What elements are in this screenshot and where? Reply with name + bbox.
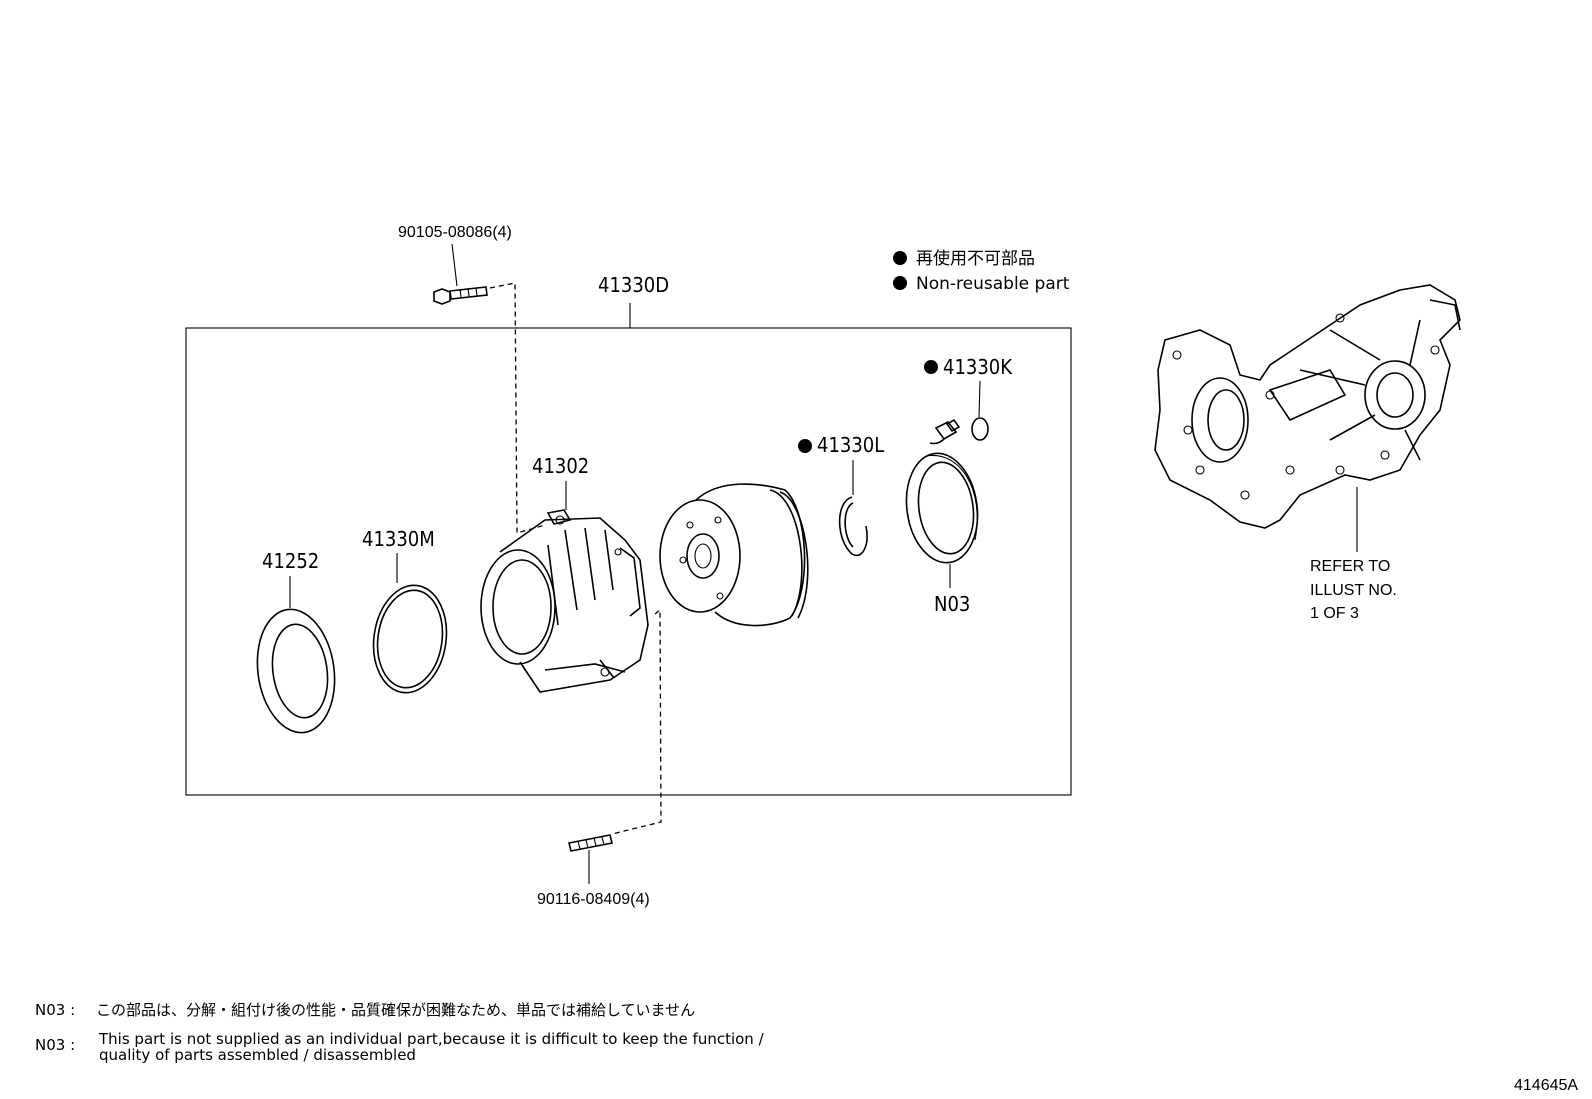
legend: 再使用不可部品 Non-reusable part bbox=[893, 248, 1070, 294]
o-ring-41330K bbox=[971, 417, 989, 441]
shim-41252 bbox=[256, 608, 336, 734]
stud-bottom-dashline bbox=[611, 608, 662, 835]
note-ja-text: この部品は、分解・組付け後の性能・品質確保が困難なため、単品では補給していません bbox=[96, 1001, 695, 1019]
note-ja-key: N03 : bbox=[35, 1001, 75, 1019]
callout-41330M: 41330M bbox=[362, 527, 435, 551]
note-en-line-2: quality of parts assembled / disassemble… bbox=[99, 1046, 416, 1064]
non-reusable-bullet-icon bbox=[893, 251, 907, 265]
notes: N03 : この部品は、分解・組付け後の性能・品質確保が困難なため、単品では補給… bbox=[35, 1001, 765, 1064]
refer-line-1: REFER TO bbox=[1310, 558, 1390, 575]
illustration-id: 414645A bbox=[1514, 1077, 1578, 1094]
callout-41302: 41302 bbox=[532, 454, 589, 478]
non-reusable-bullet-icon bbox=[893, 276, 907, 290]
callout-41252: 41252 bbox=[262, 549, 319, 573]
callout-41330K: 41330K bbox=[943, 355, 1013, 379]
bolt-top-icon bbox=[433, 286, 488, 305]
assembly-box bbox=[185, 327, 1072, 796]
extension-housing-41302 bbox=[480, 509, 649, 693]
callout-stud-bottom: 90116-08409(4) bbox=[537, 891, 650, 908]
callout-N03: N03 bbox=[934, 592, 970, 616]
gasket-41330M bbox=[372, 584, 448, 694]
legend-en: Non-reusable part bbox=[916, 274, 1070, 294]
non-reusable-bullet-icon bbox=[924, 360, 938, 374]
callout-41330D: 41330D bbox=[598, 273, 669, 297]
refer-line-3: 1 OF 3 bbox=[1310, 605, 1359, 622]
bolt-top-leader bbox=[451, 243, 458, 287]
callout-41330L: 41330L bbox=[817, 433, 884, 457]
non-reusable-bullet-icon bbox=[798, 439, 812, 453]
bolt-top-dashline bbox=[489, 282, 546, 534]
callout-bolt-top: 90105-08086(4) bbox=[398, 224, 512, 241]
refer-line-2: ILLUST NO. bbox=[1310, 582, 1397, 599]
clutch-drum bbox=[659, 483, 809, 627]
breather-plug-icon bbox=[929, 418, 961, 445]
41330K-leader bbox=[978, 380, 981, 418]
snap-ring-41330L bbox=[838, 496, 868, 557]
note-en-key: N03 : bbox=[35, 1036, 75, 1054]
legend-ja: 再使用不可部品 bbox=[916, 248, 1035, 269]
note-en-line-1: This part is not supplied as an individu… bbox=[98, 1030, 765, 1048]
oil-seal-N03 bbox=[905, 452, 979, 564]
transfer-case-illustration bbox=[1154, 284, 1461, 529]
stud-bottom-icon bbox=[568, 834, 613, 852]
